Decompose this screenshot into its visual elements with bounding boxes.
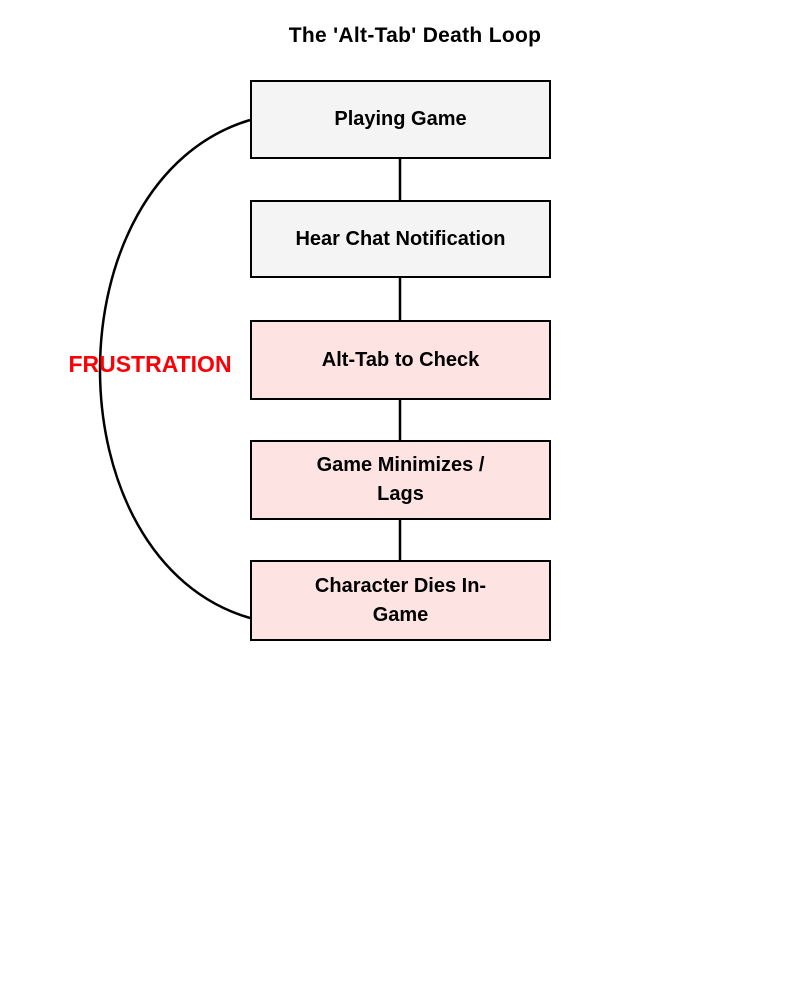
frustration-label: FRUSTRATION [68, 351, 232, 377]
node-hear-chat-notification: Hear Chat Notification [250, 200, 551, 278]
diagram-title: The 'Alt-Tab' Death Loop [288, 24, 542, 47]
node-alt-tab-to-check: Alt-Tab to Check [250, 320, 551, 400]
node-character-dies-in-game: Character Dies In- Game [250, 560, 551, 641]
node-playing-game: Playing Game [250, 80, 551, 159]
node-game-minimizes-lags: Game Minimizes / Lags [250, 440, 551, 520]
